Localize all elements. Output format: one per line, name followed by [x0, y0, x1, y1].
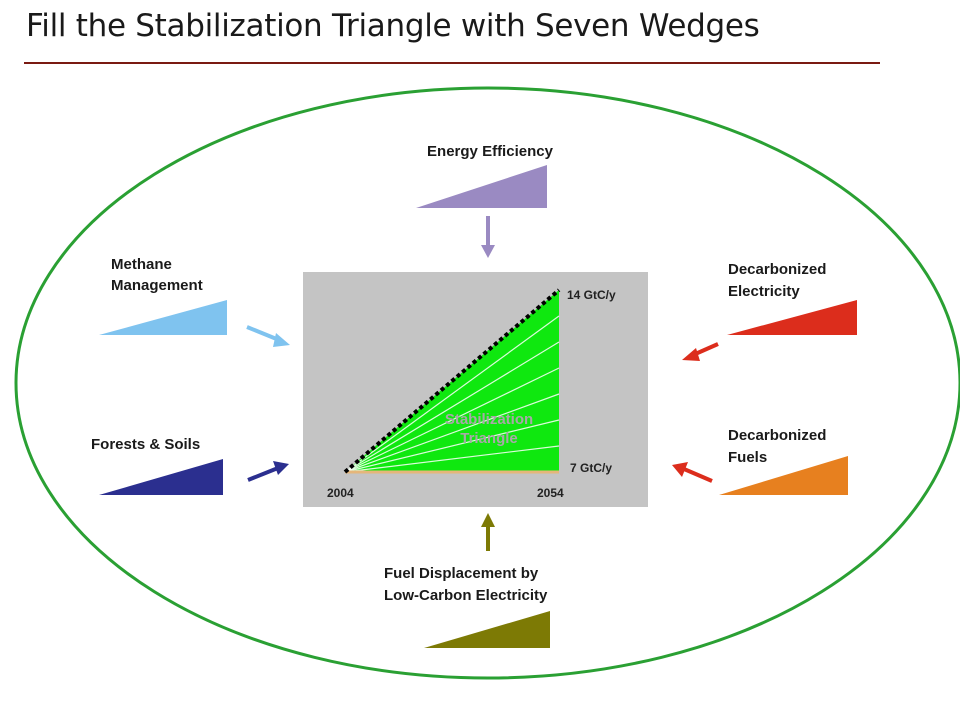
fuel-displacement-arrow-head	[481, 513, 495, 527]
page-title: Fill the Stabilization Triangle with Sev…	[26, 8, 760, 44]
outer-ellipse	[14, 86, 960, 680]
decarb-fuels-label-line2: Fuels	[728, 449, 767, 466]
wedge-divider-line	[344, 367, 560, 473]
energy-efficiency-wedge	[416, 165, 547, 208]
start-year-label: 2004	[327, 486, 354, 500]
wedge-divider-line	[344, 445, 560, 473]
energy-efficiency-label: Energy Efficiency	[427, 143, 554, 160]
business-as-usual-dotted-line	[343, 288, 561, 474]
methane-arrow-shaft	[246, 325, 280, 342]
forests-wedge	[99, 459, 223, 495]
bottom-value-label: 7 GtC/y	[570, 461, 612, 475]
decarb-electricity-label-line1: Decarbonized	[728, 261, 826, 278]
methane-label-line2: Management	[111, 277, 203, 294]
decarb-fuels-wedge	[719, 456, 848, 495]
forests-label: Forests & Soils	[91, 436, 200, 453]
wedge-divider-line	[344, 341, 560, 473]
fuel-displacement-label-line1: Fuel Displacement by	[384, 565, 539, 582]
top-value-label: 14 GtC/y	[567, 288, 616, 302]
methane-wedge	[99, 300, 227, 335]
wedge-divider-line	[344, 393, 560, 473]
title-underline	[24, 62, 880, 64]
wedge-divider-line	[344, 419, 560, 473]
fuel-displacement-label-line2: Low-Carbon Electricity	[384, 587, 548, 604]
fuel-displacement-wedge	[424, 611, 550, 648]
decarb-fuels-arrow-head	[672, 462, 688, 477]
decarb-fuels-label-line1: Decarbonized	[728, 427, 826, 444]
decarb-electricity-wedge	[727, 300, 857, 335]
methane-arrow-head	[273, 333, 290, 347]
wedge-divider-lines	[344, 315, 560, 473]
forests-arrow-shaft	[247, 466, 279, 482]
methane-label-line1: Methane	[111, 256, 172, 273]
stabilization-label-line2: Triangle	[460, 430, 518, 447]
forests-arrow-head	[273, 461, 289, 475]
wedge-divider-line	[344, 315, 560, 473]
end-year-label: 2054	[537, 486, 564, 500]
decarb-electricity-label-line2: Electricity	[728, 283, 800, 300]
decarb-fuels-arrow-shaft	[683, 467, 713, 483]
decarb-electricity-arrow-head	[682, 348, 700, 361]
energy-efficiency-arrow-head	[481, 245, 495, 258]
stabilization-label-line1: Stabilization	[445, 411, 533, 428]
